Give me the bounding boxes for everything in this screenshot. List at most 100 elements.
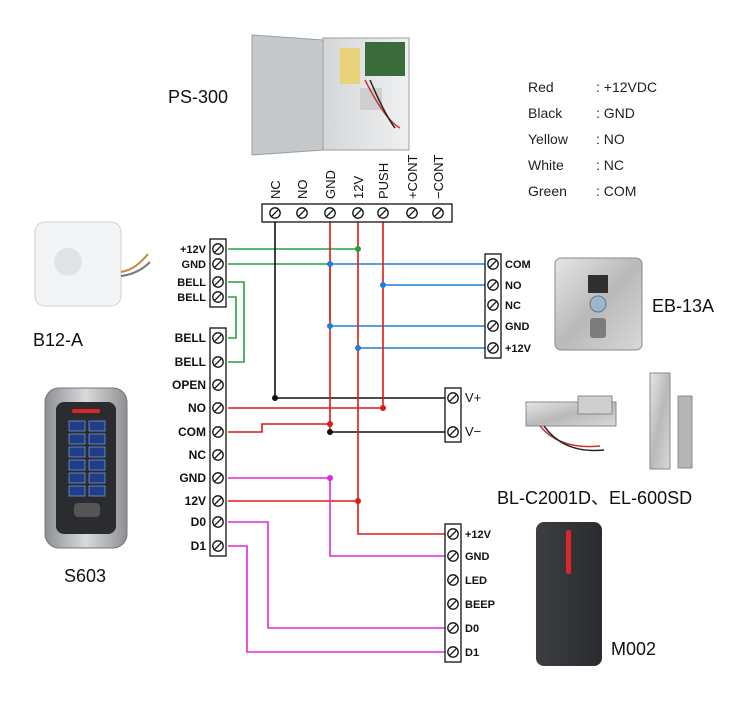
wire — [228, 521, 446, 629]
terminal-label: LED — [465, 575, 487, 587]
terminal-screw-icon — [296, 207, 308, 219]
terminal-screw-icon — [212, 379, 224, 391]
exit-button-label: EB-13A — [652, 296, 715, 316]
terminal-screw-icon — [212, 516, 224, 528]
wire — [357, 220, 446, 535]
power-terminal-label: −CONT — [431, 155, 446, 199]
legend-row: Black : GND — [528, 105, 657, 131]
terminal-label: D1 — [191, 539, 207, 553]
terminal-label: NC — [189, 448, 207, 462]
terminal-screw-icon — [352, 207, 364, 219]
keypad-label: S603 — [64, 566, 107, 586]
terminal-label: NO — [188, 401, 206, 415]
wire — [228, 477, 446, 557]
legend-meaning: : GND — [596, 105, 635, 121]
wire — [228, 545, 446, 653]
terminal-screw-icon — [324, 207, 336, 219]
terminal-label: GND — [505, 321, 530, 333]
terminal-screw-icon — [447, 550, 459, 562]
terminal-screw-icon — [212, 258, 224, 270]
legend-row: White : NC — [528, 157, 657, 183]
legend-color: Green — [528, 183, 567, 199]
terminal-screw-icon — [212, 291, 224, 303]
terminal-label: D1 — [465, 647, 479, 659]
legend-color: Red — [528, 79, 554, 95]
terminal-screw-icon — [487, 320, 499, 332]
wire-junctions — [272, 246, 386, 504]
terminal-label: COM — [178, 425, 206, 439]
terminal-label: +12V — [465, 529, 492, 541]
terminal-screw-icon — [212, 540, 224, 552]
legend-meaning: : +12VDC — [596, 79, 658, 95]
terminal-screw-icon — [212, 276, 224, 288]
reader-label: M002 — [611, 639, 657, 659]
legend-meaning: : NC — [596, 157, 624, 173]
locks-label: BL-C2001D、EL-600SD — [497, 488, 693, 508]
terminal-label: BELL — [175, 355, 206, 369]
terminal-screw-icon — [447, 622, 459, 634]
terminal-label: BELL — [177, 277, 206, 289]
legend-color: Black — [528, 105, 563, 121]
lock-images — [525, 372, 693, 470]
power-terminal-label: NO — [295, 180, 310, 200]
terminal-screw-icon — [212, 332, 224, 344]
terminal-screw-icon — [487, 279, 499, 291]
terminal-label: 12V — [185, 494, 206, 508]
terminal-label: V− — [465, 424, 481, 439]
terminal-screw-icon — [487, 342, 499, 354]
terminal-label: GND — [182, 259, 207, 271]
terminal-screw-icon — [487, 258, 499, 270]
terminal-label: COM — [505, 259, 531, 271]
terminal-label: D0 — [191, 515, 207, 529]
legend-color: White — [528, 157, 564, 173]
power-terminal-label: 12V — [351, 176, 366, 199]
terminal-screw-icon — [212, 449, 224, 461]
terminal-screw-icon — [212, 472, 224, 484]
wire-color-legend: Red : +12VDC Black : GND Yellow: NO White:… — [528, 79, 657, 209]
reader-terminal-block — [444, 523, 462, 663]
terminal-screw-icon — [447, 646, 459, 658]
power-terminal-label: GND — [323, 170, 338, 199]
terminal-label: D0 — [465, 623, 479, 635]
terminal-screw-icon — [447, 426, 459, 438]
terminal-label: +12V — [180, 244, 207, 256]
terminal-label: BELL — [175, 331, 206, 345]
terminal-label: BEEP — [465, 599, 495, 611]
terminal-label: GND — [465, 551, 490, 563]
power-supply-image — [251, 34, 410, 156]
power-terminal-label: PUSH — [376, 163, 391, 199]
terminal-label: OPEN — [172, 378, 206, 392]
terminal-screw-icon — [447, 574, 459, 586]
legend-row: Red : +12VDC — [528, 79, 657, 105]
wire — [228, 423, 330, 433]
terminal-label: +12V — [505, 343, 532, 355]
terminal-screw-icon — [447, 528, 459, 540]
terminal-screw-icon — [447, 598, 459, 610]
terminal-screw-icon — [487, 299, 499, 311]
terminal-screw-icon — [377, 207, 389, 219]
wire — [274, 220, 446, 399]
wire — [228, 296, 237, 339]
legend-row: Green : COM — [528, 183, 657, 209]
terminal-screw-icon — [212, 426, 224, 438]
legend-row: Yellow: NO — [528, 131, 657, 157]
power-terminal-label: +CONT — [405, 155, 420, 199]
terminal-screw-icon — [212, 243, 224, 255]
wire — [228, 281, 245, 363]
terminal-screw-icon — [406, 207, 418, 219]
terminal-label: V+ — [465, 390, 481, 405]
terminal-screw-icon — [212, 402, 224, 414]
legend-meaning: : COM — [596, 183, 637, 199]
terminal-label: NO — [505, 280, 522, 292]
legend-meaning: : NO — [596, 131, 625, 147]
doorbell-image — [34, 221, 151, 307]
terminal-label: NC — [505, 300, 521, 312]
terminal-screw-icon — [269, 207, 281, 219]
terminal-screw-icon — [447, 392, 459, 404]
exit-button-image — [554, 257, 643, 351]
terminal-screw-icon — [212, 495, 224, 507]
reader-image — [536, 522, 602, 666]
terminal-screw-icon — [432, 207, 444, 219]
doorbell-terminal-block — [209, 238, 227, 308]
